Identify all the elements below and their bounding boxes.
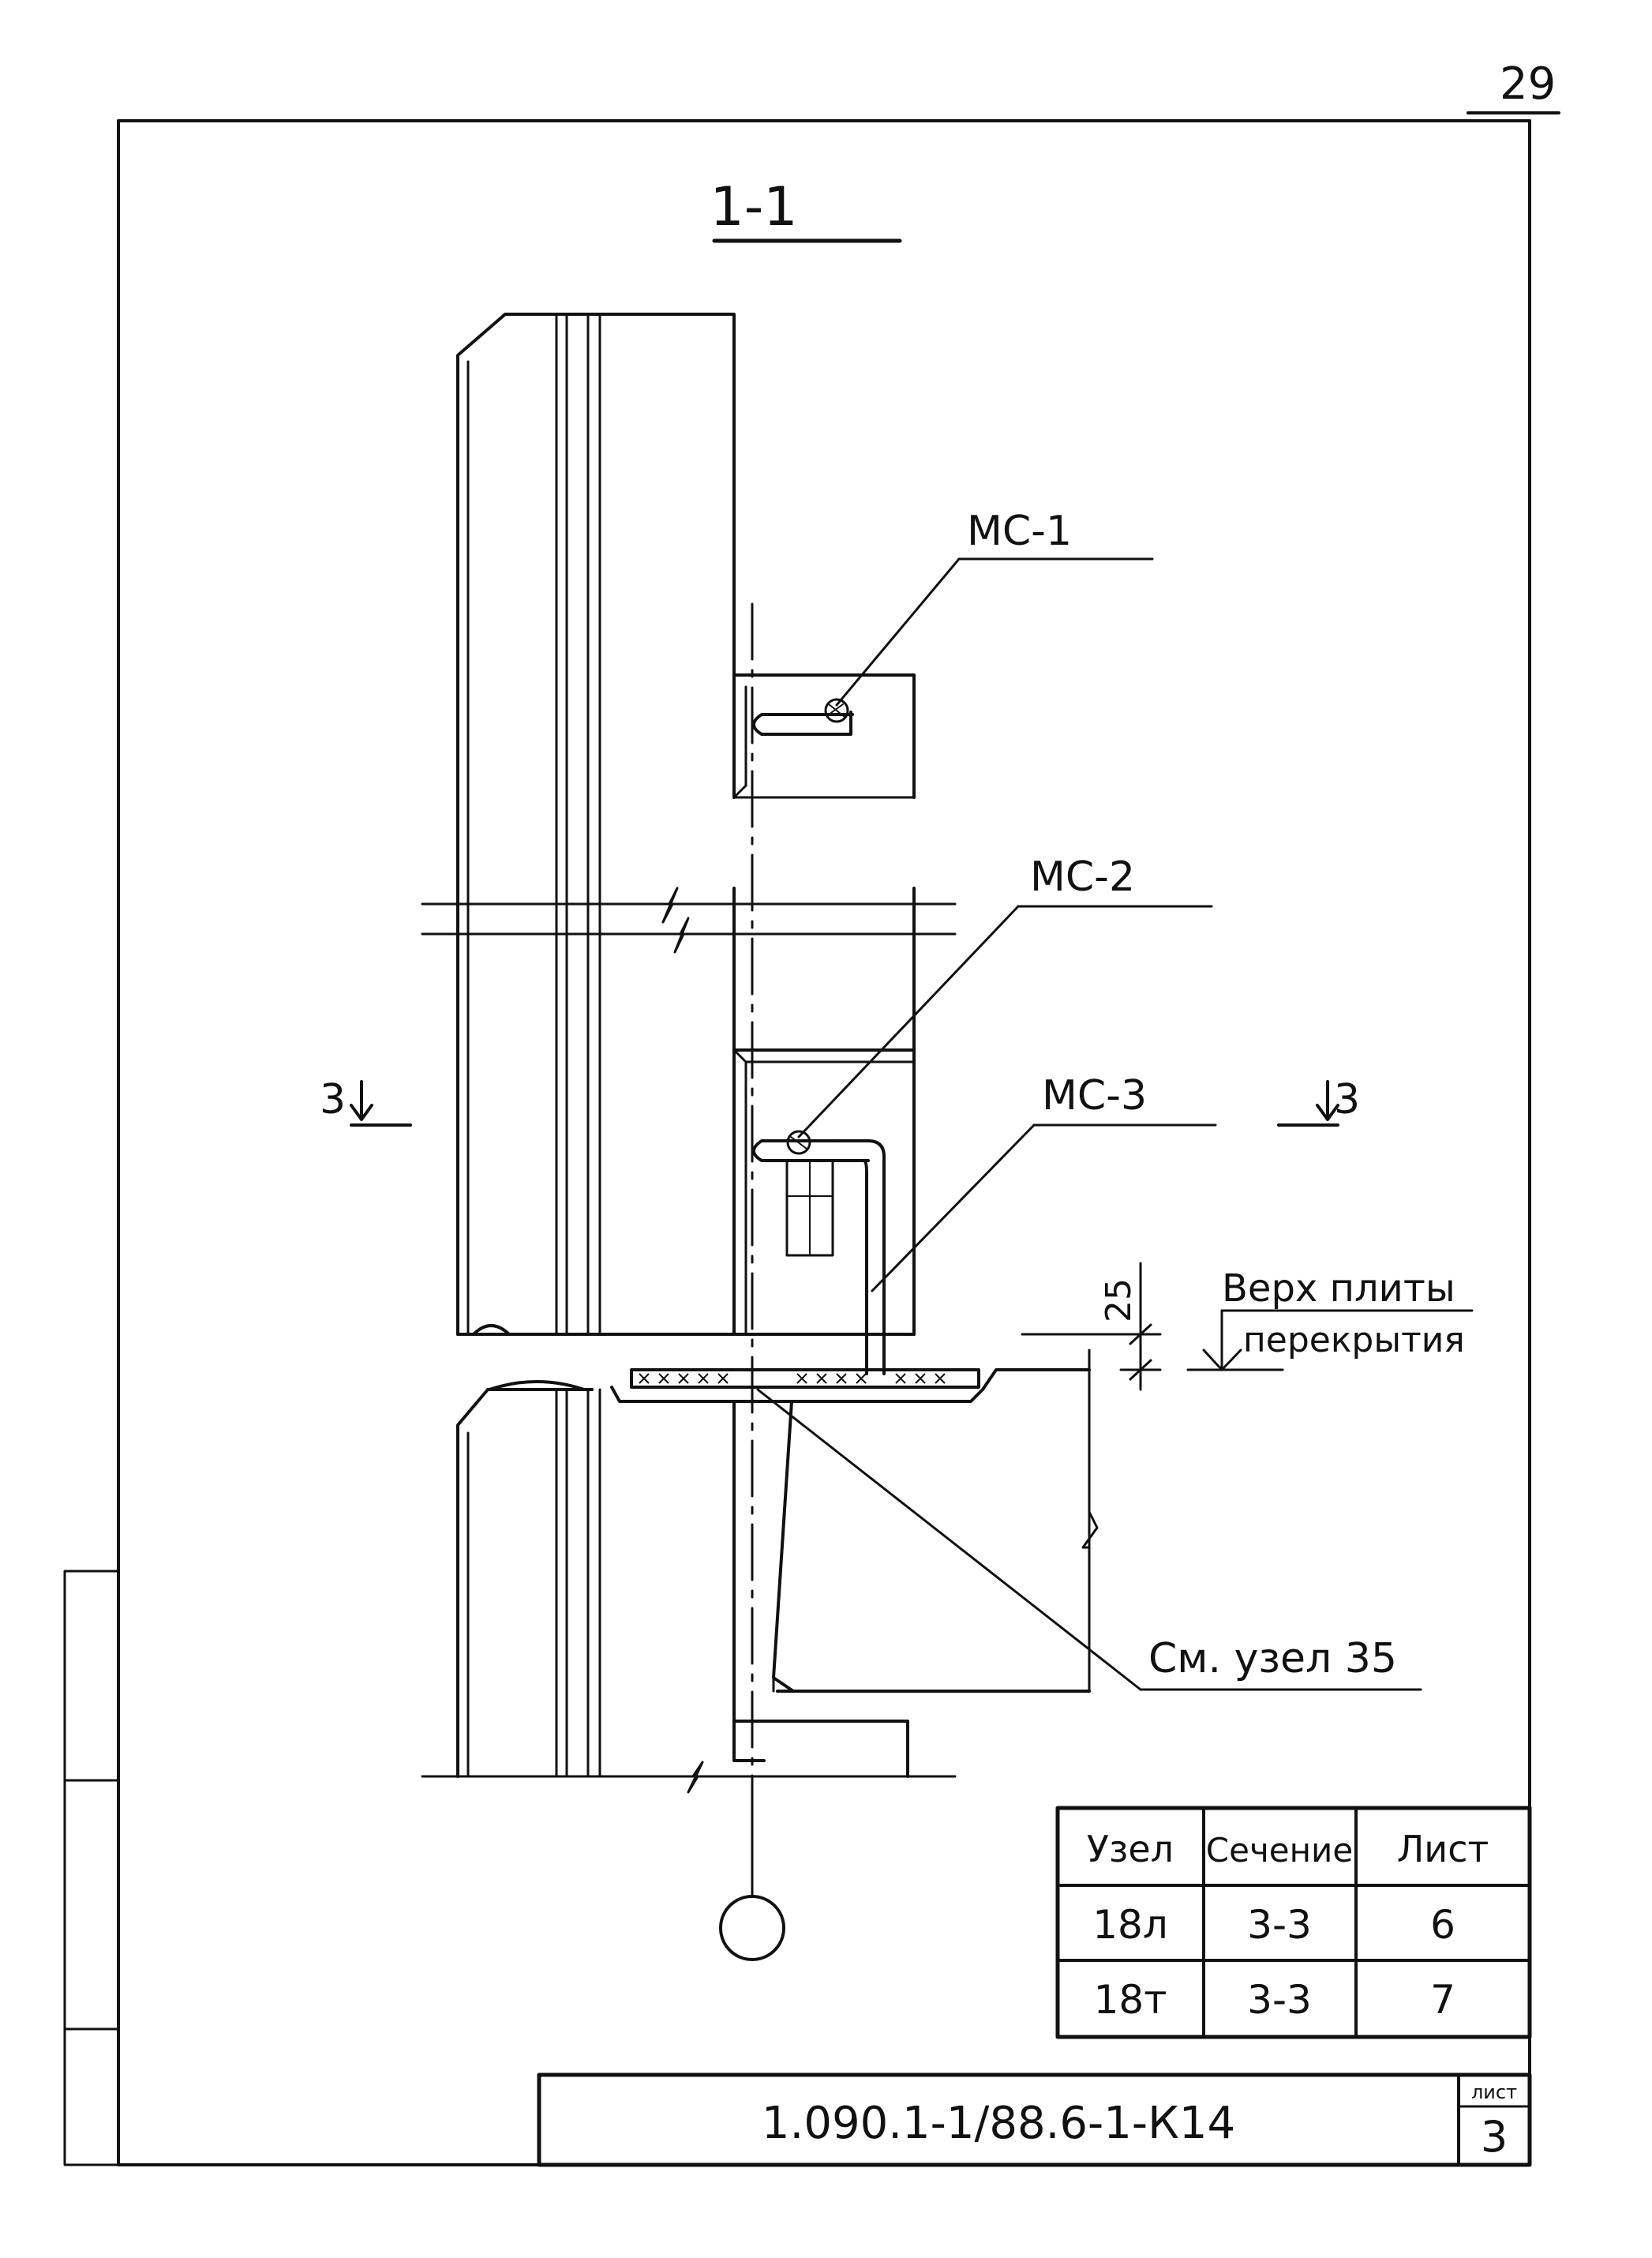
sheet-label: лист [1471, 2081, 1517, 2103]
recess-mc1 [732, 685, 916, 799]
svg-text:25: 25 [1099, 1278, 1139, 1322]
callout-mc1: МС-1 [835, 508, 1154, 707]
document-code: 1.090.1-1/88.6-1-К14 [762, 2098, 1235, 2149]
svg-text:МС-1: МС-1 [967, 508, 1072, 555]
dimension-25: 25 [1021, 1262, 1162, 1391]
page-number: 29 [1500, 58, 1556, 110]
callout-mc2: МС-2 [797, 853, 1213, 1138]
table-cell: 6 [1430, 1902, 1455, 1948]
svg-text:3: 3 [320, 1076, 346, 1123]
svg-text:перекрытия: перекрытия [1243, 1320, 1465, 1360]
callout-mc3: МС-3 [871, 1072, 1217, 1292]
section-title: 1-1 [710, 176, 797, 238]
recess-mc2-mc3 [732, 1048, 916, 1375]
table-cell: 18т [1094, 1977, 1167, 2023]
binding-strip [63, 1570, 120, 2166]
reference-table: Узел Сечение Лист 18л 3-3 6 18т 3-3 7 [1055, 1806, 1532, 2039]
axis-marker-circle [719, 1895, 785, 1961]
svg-text:МС-2: МС-2 [1030, 853, 1135, 901]
table-cell: 3-3 [1247, 1902, 1312, 1948]
sheet-number: 3 [1481, 2112, 1508, 2162]
svg-text:Верх плиты: Верх плиты [1222, 1266, 1455, 1311]
floor-slab [610, 1348, 1099, 1762]
svg-text:См. узел 35: См. узел 35 [1148, 1635, 1397, 1682]
lower-wall-panel [421, 1380, 957, 1794]
table-cell: 18л [1092, 1902, 1168, 1948]
svg-text:3: 3 [1334, 1076, 1360, 1123]
table-cell: 3-3 [1247, 1977, 1312, 2023]
table-header-node: Узел [1087, 1828, 1174, 1870]
callout-node-35: См. узел 35 [756, 1388, 1422, 1691]
upper-wall-panel [456, 313, 916, 1336]
svg-text:МС-3: МС-3 [1042, 1072, 1147, 1120]
section-mark-right: 3 [1277, 1076, 1360, 1127]
slab-top-level-mark: Верх плиты перекрытия [1186, 1266, 1474, 1371]
table-header-section: Сечение [1206, 1831, 1353, 1870]
section-mark-left: 3 [320, 1076, 412, 1127]
table-header-sheet: Лист [1397, 1828, 1489, 1870]
upper-break-line [421, 887, 957, 954]
title-block: 1.090.1-1/88.6-1-К14 лист 3 [537, 2072, 1532, 2167]
table-cell: 7 [1430, 1977, 1455, 2023]
